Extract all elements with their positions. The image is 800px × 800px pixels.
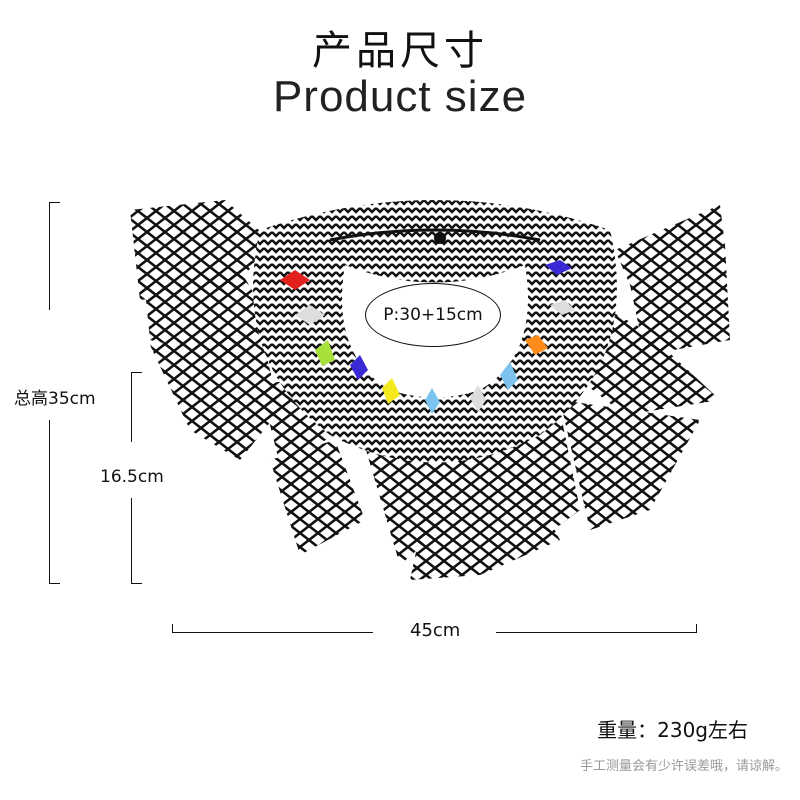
drop-length-bracket-top xyxy=(131,372,142,442)
total-height-bracket-top xyxy=(49,202,60,310)
drop-length-label: 16.5cm xyxy=(100,467,164,487)
measurement-note: 手工测量会有少许误差哦，请谅解。 xyxy=(579,759,788,774)
page-title-cn: 产品尺寸 xyxy=(312,28,488,74)
total-height-bracket-bottom xyxy=(49,420,60,584)
perimeter-text: P:30+15cm xyxy=(383,305,483,325)
product-image-necklace xyxy=(130,200,730,580)
fringe-left xyxy=(130,200,440,565)
perimeter-label: P:30+15cm xyxy=(365,283,501,347)
width-label: 45cm xyxy=(410,620,461,641)
weight-label: 重量：230g左右 xyxy=(597,718,748,742)
width-line-left xyxy=(172,624,373,633)
width-line-right xyxy=(496,624,697,633)
drop-length-bracket-bottom xyxy=(131,498,142,584)
collar-accents xyxy=(280,260,575,414)
collar-band xyxy=(253,200,617,463)
page-title-en: Product size xyxy=(272,72,528,121)
fringe-right xyxy=(410,205,730,580)
total-height-label: 总高35cm xyxy=(14,389,96,409)
